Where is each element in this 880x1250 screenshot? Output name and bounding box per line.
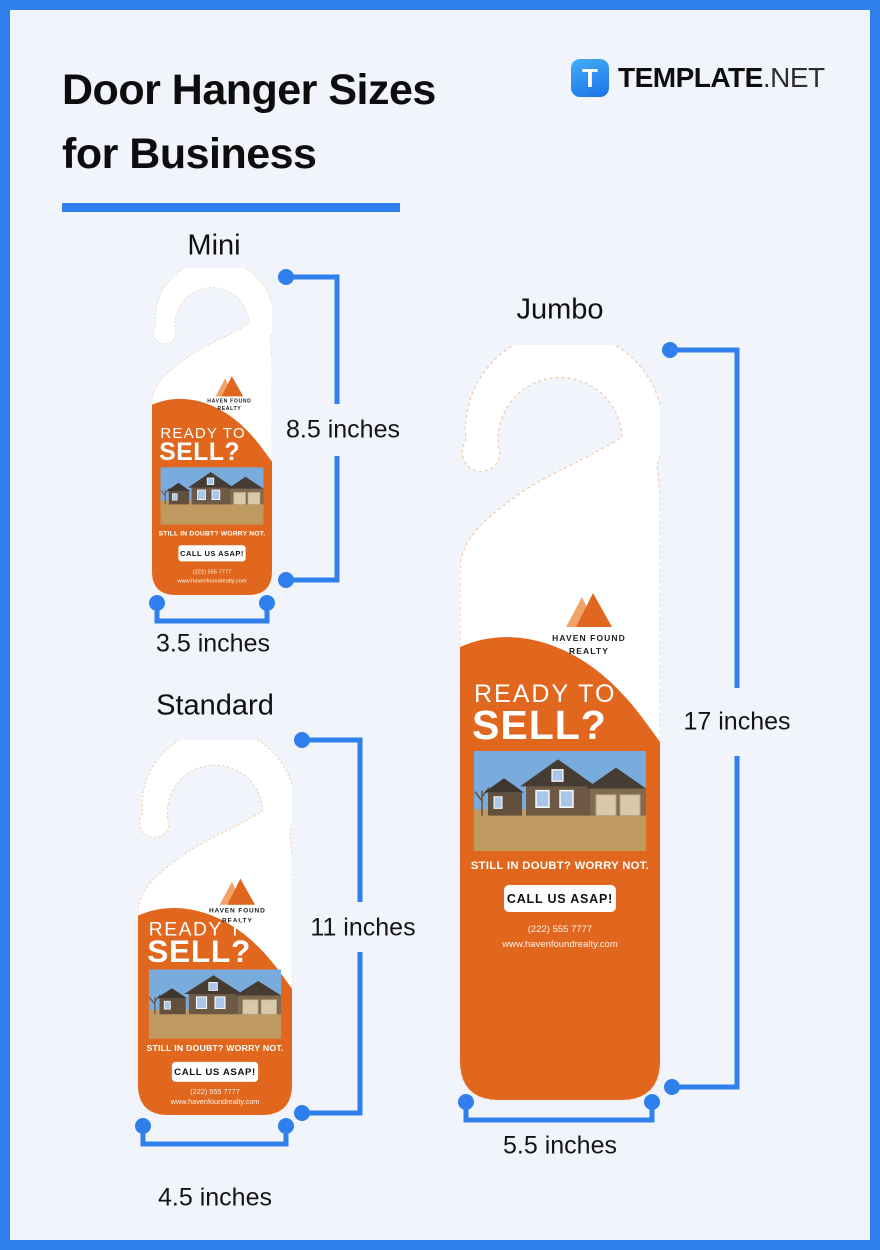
template-wordmark: TEMPLATE.NET xyxy=(618,62,825,94)
call-us-button: CALL US ASAP! xyxy=(178,545,246,562)
mini-title: Mini xyxy=(187,229,241,262)
jumbo-title: Jumbo xyxy=(516,293,604,326)
template-logo-icon: T xyxy=(571,59,609,97)
realty-brand-line2: REALTY xyxy=(569,646,609,656)
phone-number: (222) 555 7777 xyxy=(190,1087,240,1096)
website-url: www.havenfoundrealty.com xyxy=(501,939,618,950)
standard-height-label: 11 inches xyxy=(310,913,416,942)
standard-door-hanger: HAVEN FOUND REALTY READY TO SELL? STILL … xyxy=(138,740,292,1115)
jumbo-width-label: 5.5 inches xyxy=(503,1131,617,1160)
call-us-button: CALL US ASAP! xyxy=(504,885,616,912)
mini-width-label: 3.5 inches xyxy=(156,629,270,658)
website-url: www.havenfoundrealty.com xyxy=(176,578,246,584)
realty-brand-line2: REALTY xyxy=(217,406,241,412)
realty-brand-line2: REALTY xyxy=(222,917,253,924)
realty-brand-line1: HAVEN FOUND xyxy=(207,398,251,404)
house-photo xyxy=(474,751,646,851)
mini-realty-logo: HAVEN FOUND REALTY xyxy=(207,376,251,412)
mountain-icon xyxy=(227,878,256,905)
standard-width-bracket xyxy=(140,1126,289,1147)
tagline: STILL IN DOUBT? WORRY NOT. xyxy=(159,531,266,538)
realty-brand-line1: HAVEN FOUND xyxy=(209,907,266,914)
jumbo-door-hanger: HAVEN FOUND REALTY READY TO SELL? STILL … xyxy=(460,345,660,1100)
mini-width-bracket xyxy=(154,603,270,624)
phone-number: (222) 555 7777 xyxy=(193,569,232,575)
call-us-button-label: CALL US ASAP! xyxy=(174,1067,256,1078)
realty-brand-line1: HAVEN FOUND xyxy=(552,633,626,643)
mini-height-label: 8.5 inches xyxy=(286,415,400,444)
headline-ready-to: READY TO xyxy=(149,920,259,941)
headline-ready-to: READY TO xyxy=(160,425,245,442)
call-us-button-label: CALL US ASAP! xyxy=(507,892,613,906)
page-title: Door Hanger Sizes for Business xyxy=(62,58,436,186)
mountain-icon xyxy=(576,593,612,627)
standard-realty-logo: HAVEN FOUND REALTY xyxy=(209,878,266,924)
mini-door-hanger: HAVEN FOUND REALTY READY TO SELL? STILL … xyxy=(152,268,272,595)
standard-title: Standard xyxy=(156,689,274,722)
call-us-button: CALL US ASAP! xyxy=(171,1061,259,1082)
house-photo xyxy=(148,969,282,1039)
phone-number: (222) 555 7777 xyxy=(528,924,592,935)
page-title-line2: for Business xyxy=(62,130,317,178)
call-us-button-label: CALL US ASAP! xyxy=(180,549,244,558)
jumbo-realty-logo: HAVEN FOUND REALTY xyxy=(552,593,626,656)
mountain-icon xyxy=(221,376,244,397)
page-title-line1: Door Hanger Sizes xyxy=(62,66,436,114)
headline-sell: SELL? xyxy=(472,702,607,748)
jumbo-width-bracket xyxy=(463,1102,655,1123)
brand-name: TEMPLATE xyxy=(618,62,763,93)
tagline: STILL IN DOUBT? WORRY NOT. xyxy=(471,860,649,872)
tagline: STILL IN DOUBT? WORRY NOT. xyxy=(146,1043,283,1053)
headline-ready-to: READY TO xyxy=(474,680,616,708)
title-underline-bar xyxy=(62,203,400,212)
website-url: www.havenfoundrealty.com xyxy=(170,1097,260,1106)
jumbo-height-label: 17 inches xyxy=(683,707,791,736)
headline-sell: SELL? xyxy=(159,439,240,466)
house-photo xyxy=(160,467,264,525)
template-net-logo: T TEMPLATE.NET xyxy=(571,59,825,97)
standard-width-label: 4.5 inches xyxy=(158,1183,272,1212)
brand-tld: .NET xyxy=(762,62,825,93)
headline-sell: SELL? xyxy=(147,933,251,969)
